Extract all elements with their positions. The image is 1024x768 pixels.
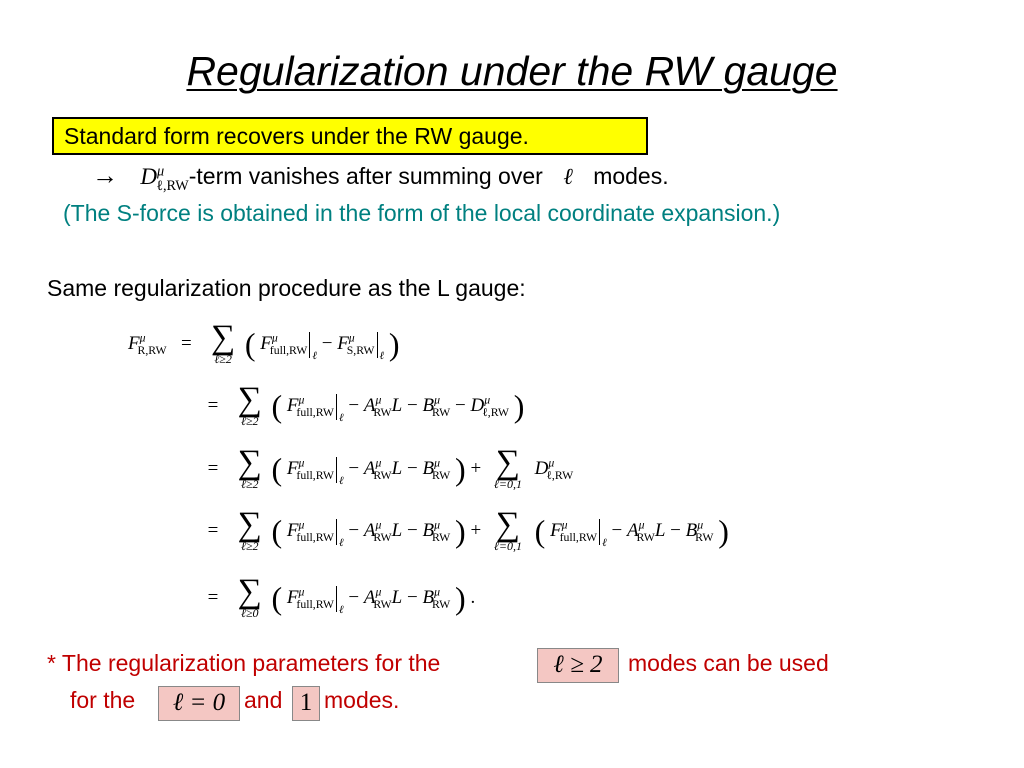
vanish-text-1: -term vanishes after summing over <box>188 163 543 189</box>
slide-title: Regularization under the RW gauge <box>186 48 838 94</box>
footnote-part4: and <box>244 687 283 713</box>
teal-note: (The S-force is obtained in the form of … <box>63 200 781 226</box>
vanish-line: → Dμℓ,RW-term vanishes after summing ove… <box>92 160 669 195</box>
ell-eq-0-box: ℓ = 0 <box>158 686 240 721</box>
vanish-text-2: modes. <box>593 163 669 189</box>
footnote-line-1: * The regularization parameters for the <box>47 650 440 677</box>
footnote-part1: * The regularization parameters for the <box>47 650 441 676</box>
ell-ge-2-box: ℓ ≥ 2 <box>537 648 619 683</box>
footnote-part3: for the <box>70 687 136 713</box>
d-symbol: Dμℓ,RW <box>140 163 189 194</box>
footnote-part5: modes. <box>324 687 400 713</box>
one-box: 1 <box>292 686 320 721</box>
same-procedure-text: Same regularization procedure as the L g… <box>47 275 526 301</box>
ell-symbol: ℓ <box>563 164 573 189</box>
footnote-part2: modes can be used <box>628 650 829 676</box>
arrow-icon: → <box>92 160 118 190</box>
callout-box: Standard form recovers under the RW gaug… <box>52 117 648 155</box>
